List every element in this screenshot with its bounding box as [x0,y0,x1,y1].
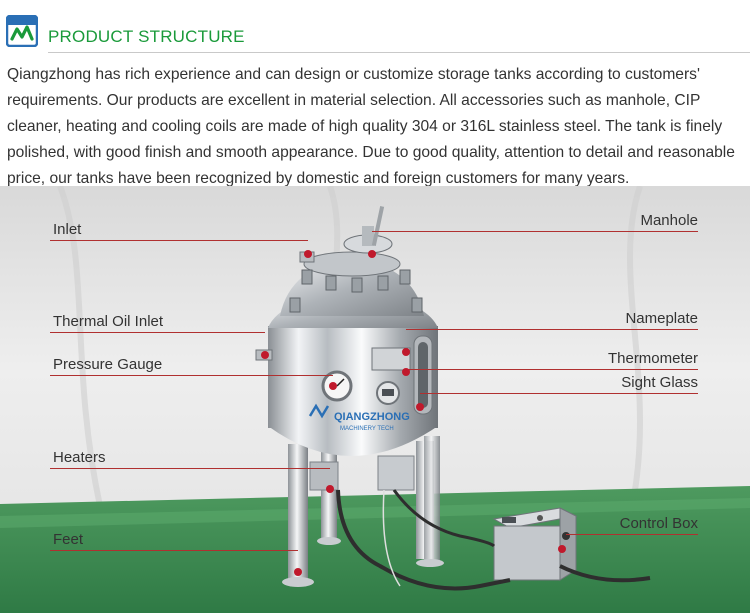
tank-brand-marking: QIANGZHONG MACHINERY TECH [308,403,410,432]
brand-marking-subtext: MACHINERY TECH [340,426,394,432]
description-text: Qiangzhong has rich experience and can d… [7,66,735,187]
callout-dot-nameplate [402,348,410,356]
callout-line-nameplate [406,329,698,330]
callout-heaters: Heaters [53,449,106,466]
callout-pressure-gauge: Pressure Gauge [53,356,163,373]
callout-line-pressure-gauge [50,375,333,376]
section-header: PRODUCT STRUCTURE [0,0,750,58]
callout-line-heaters [50,468,330,469]
tank-illustration: QIANGZHONG MACHINERY TECH [0,186,750,613]
section-title: PRODUCT STRUCTURE [48,27,245,46]
callout-line-control-box [566,534,698,535]
callout-dot-thermal-oil-inlet [261,351,269,359]
callout-feet: Feet [53,531,84,548]
callout-dot-sight-glass [416,403,424,411]
callout-line-thermal-oil-inlet [50,332,265,333]
callout-thermometer: Thermometer [607,350,698,367]
callout-line-feet [50,550,298,551]
brand-marking-text: QIANGZHONG [334,411,410,423]
callout-dot-heaters [326,485,334,493]
callout-line-sight-glass [420,393,698,394]
callout-inlet: Inlet [53,221,82,238]
brand-logo-icon [6,15,38,47]
callout-control-box: Control Box [619,515,698,532]
callout-dot-thermometer [402,368,410,376]
callout-dot-control-box [558,545,566,553]
callout-sight-glass: Sight Glass [621,374,698,391]
callout-dot-inlet [304,250,312,258]
callout-line-thermometer [406,369,698,370]
callout-dot-manhole [368,250,376,258]
callout-dot-feet [294,568,302,576]
callout-manhole: Manhole [640,212,698,229]
title-divider [48,52,750,53]
callout-nameplate: Nameplate [625,310,698,327]
callout-thermal-oil-inlet: Thermal Oil Inlet [53,313,164,330]
callout-dot-pressure-gauge [329,382,337,390]
callout-line-manhole [372,231,698,232]
tank-photo: QIANGZHONG MACHINERY TECH Inlet Thermal … [0,186,750,613]
callout-line-inlet [50,240,308,241]
